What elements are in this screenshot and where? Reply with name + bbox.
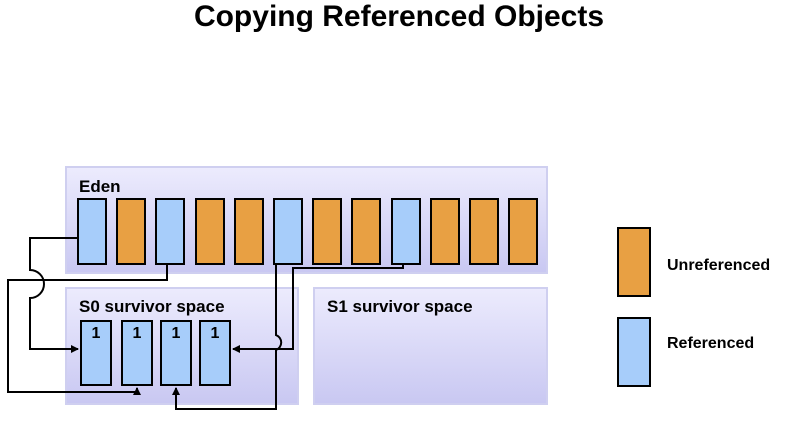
eden-object-referenced [77, 198, 107, 265]
eden-object-unreferenced [351, 198, 381, 265]
eden-object-unreferenced [116, 198, 146, 265]
eden-object-referenced [391, 198, 421, 265]
copy-arrow [29, 237, 79, 353]
legend-referenced-label: Referenced [667, 335, 755, 352]
s0-object: 1 [160, 320, 192, 386]
diagram-title: Copying Referenced Objects [193, 0, 605, 33]
eden-object-unreferenced [469, 198, 499, 265]
eden-object-referenced [155, 198, 185, 265]
s1-survivor-label: S1 survivor space [327, 297, 473, 316]
eden-label: Eden [79, 177, 121, 196]
legend-unreferenced-label: Unreferenced [667, 257, 771, 274]
s0-survivor-label: S0 survivor space [79, 297, 225, 316]
s0-object: 1 [199, 320, 231, 386]
s0-object: 1 [80, 320, 112, 386]
copy-arrow [232, 264, 404, 353]
copy-arrow [7, 264, 168, 395]
s1-survivor-region [313, 287, 548, 405]
eden-object-unreferenced [195, 198, 225, 265]
s0-object: 1 [121, 320, 153, 386]
eden-object-unreferenced [312, 198, 342, 265]
copy-arrow [172, 264, 283, 410]
legend-unreferenced-swatch [617, 227, 651, 297]
eden-object-referenced [273, 198, 303, 265]
eden-object-unreferenced [234, 198, 264, 265]
eden-object-unreferenced [430, 198, 460, 265]
legend-referenced-swatch [617, 317, 651, 387]
eden-object-unreferenced [508, 198, 538, 265]
